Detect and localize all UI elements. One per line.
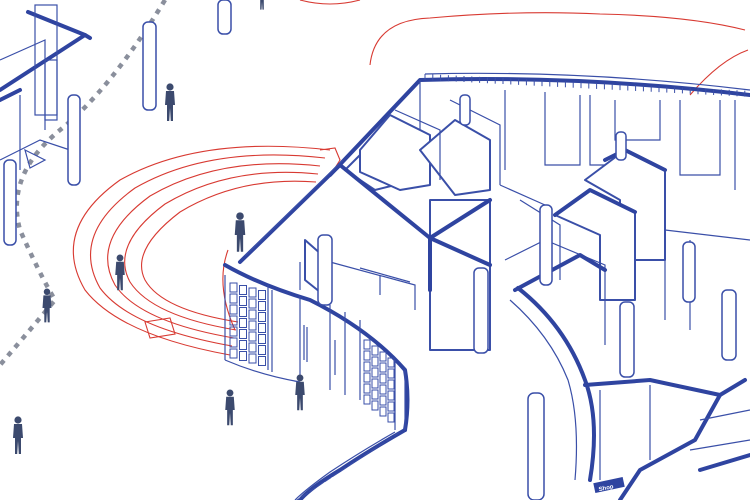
left-pavilion bbox=[0, 0, 232, 246]
person-figure bbox=[165, 83, 175, 121]
person-figure bbox=[42, 288, 52, 323]
sign-label: Shop bbox=[598, 484, 614, 493]
person-figure bbox=[234, 212, 246, 252]
person-figure bbox=[225, 389, 235, 426]
columns bbox=[317, 94, 737, 500]
person-figure bbox=[258, 0, 266, 10]
walking-path bbox=[0, 0, 167, 367]
person-figure bbox=[115, 254, 125, 291]
main-building bbox=[223, 72, 750, 500]
amphitheatre-steps bbox=[72, 145, 341, 356]
facade-window-grid bbox=[229, 282, 266, 366]
roof-balustrade bbox=[424, 74, 746, 97]
facade-window-grid-right bbox=[363, 339, 395, 423]
people bbox=[13, 0, 305, 454]
shop-sign: Shop bbox=[593, 476, 625, 493]
lower-wall-rail bbox=[296, 431, 401, 500]
person-figure bbox=[13, 416, 23, 454]
person-figure bbox=[295, 374, 305, 411]
